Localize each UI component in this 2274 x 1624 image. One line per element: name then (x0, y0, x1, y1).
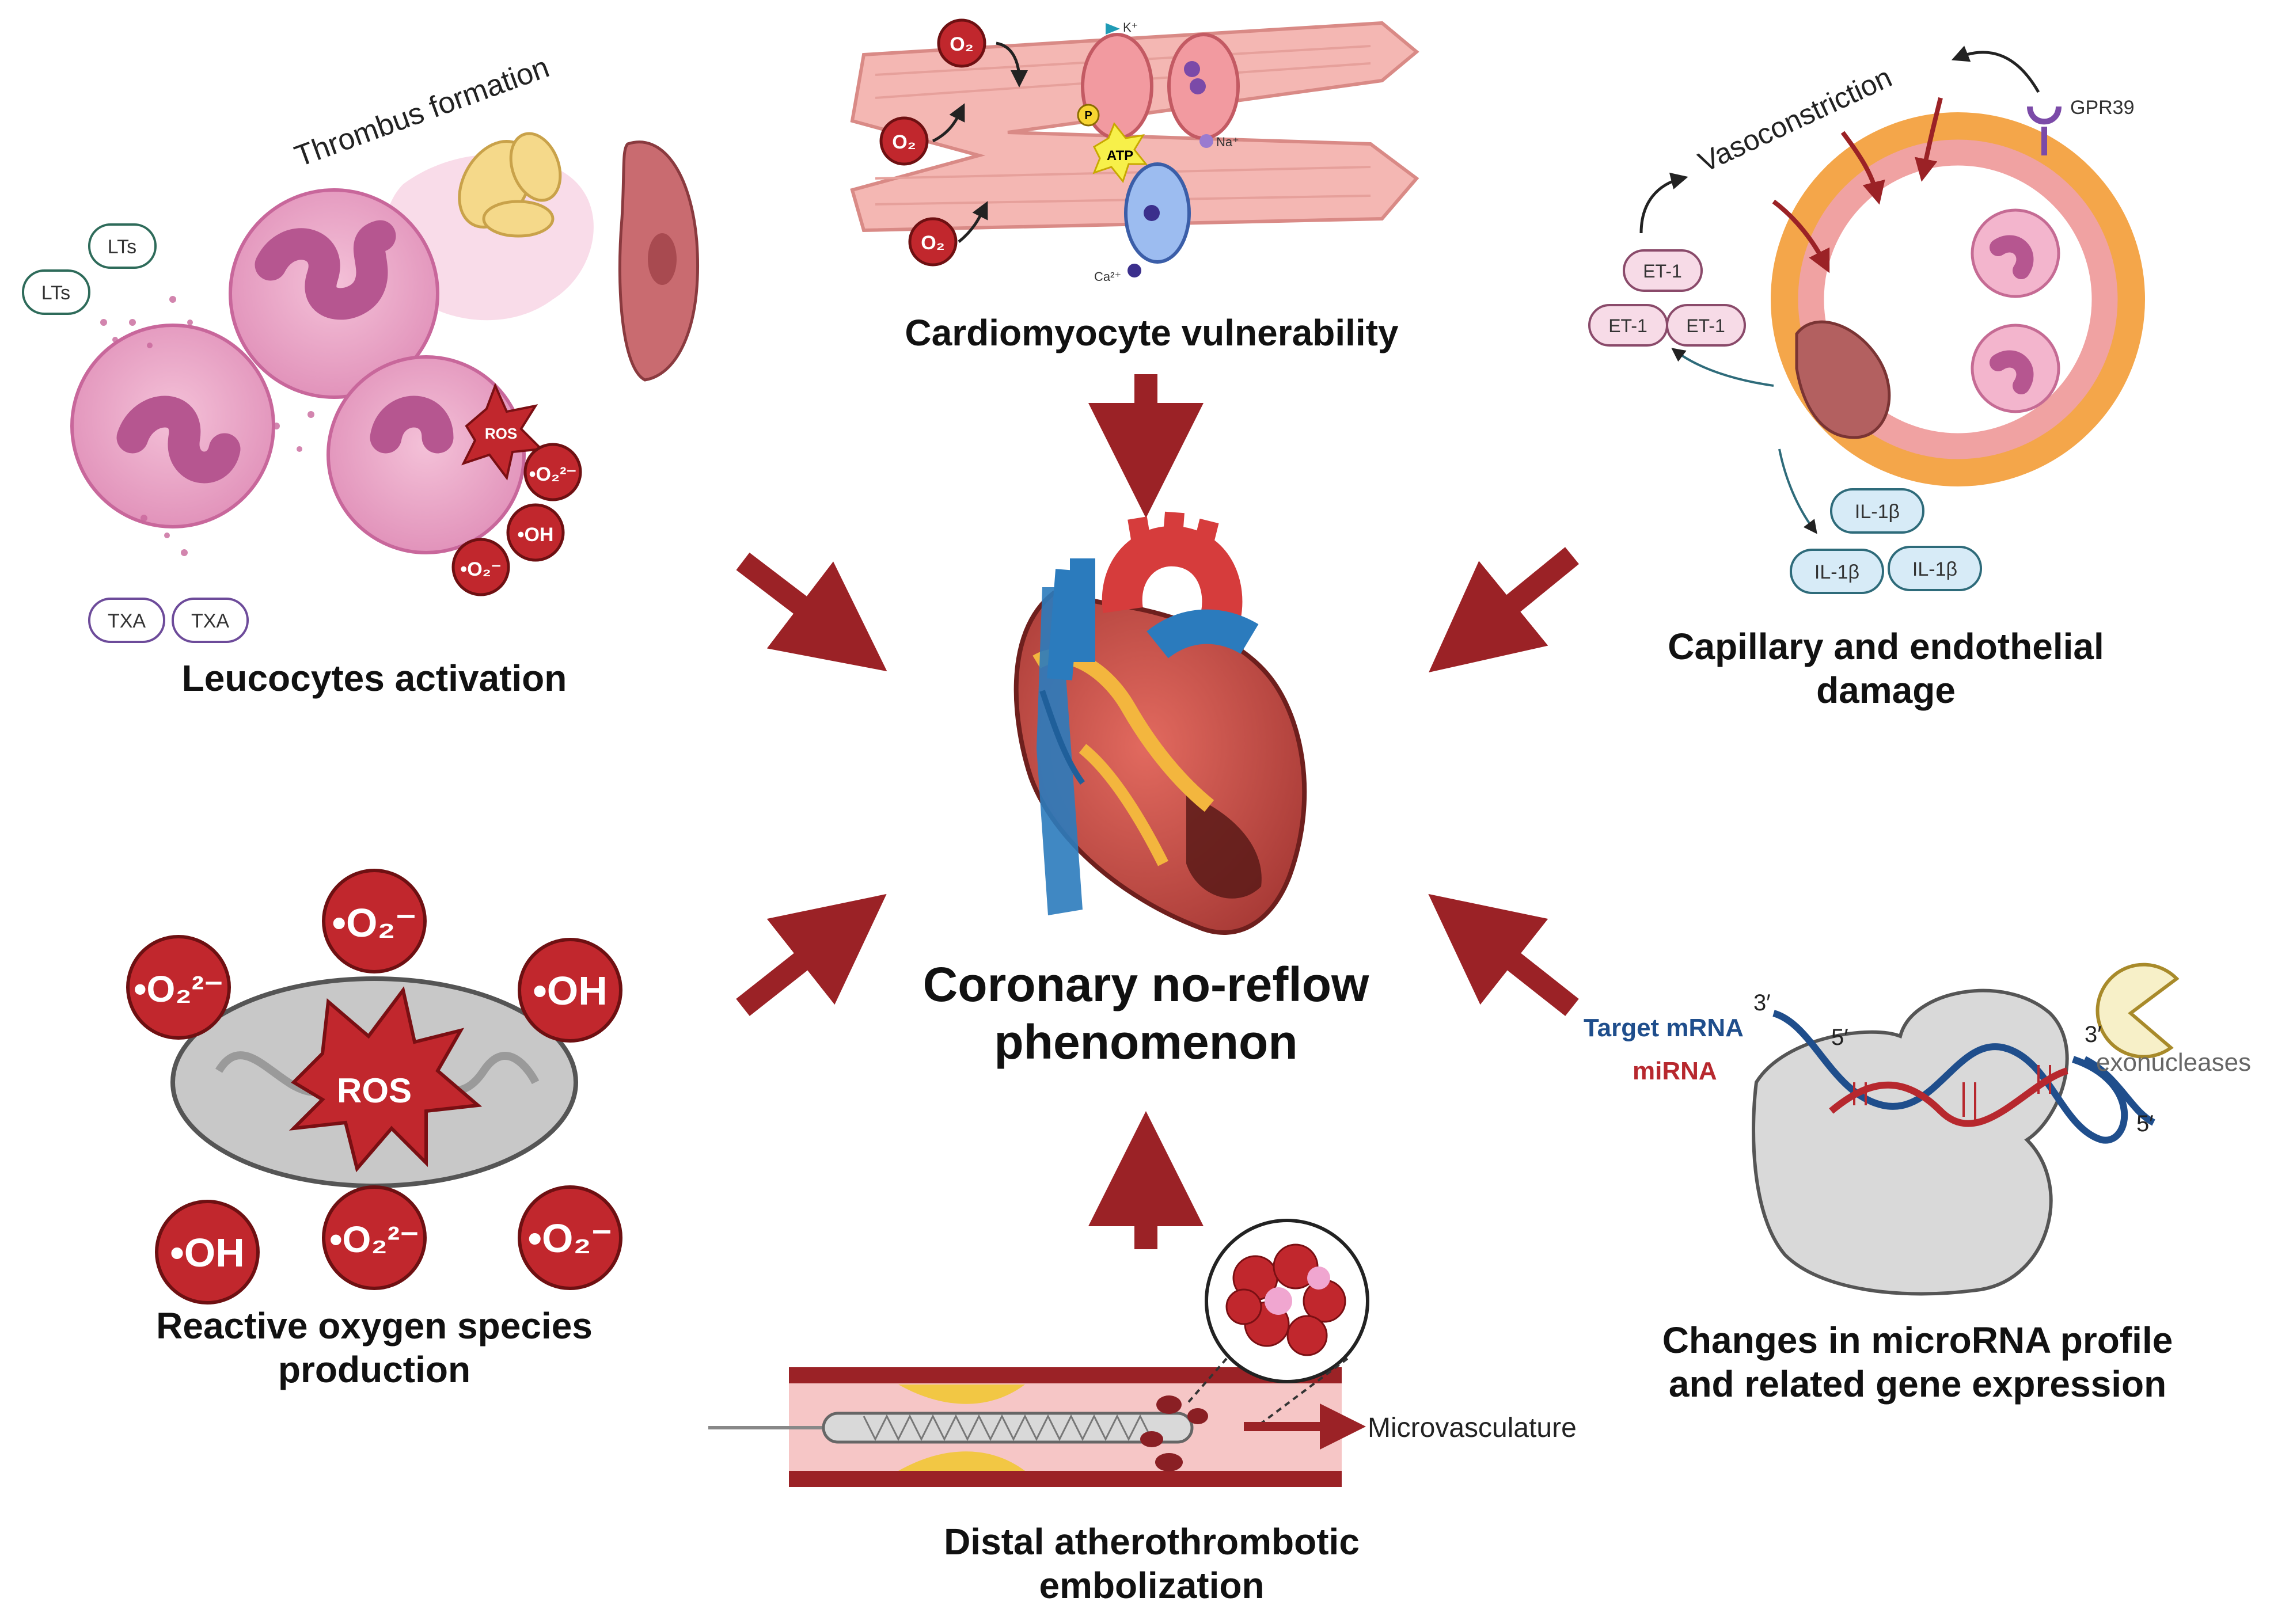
heart-illustration (1013, 511, 1307, 935)
arrow-bottom-right (1428, 893, 1579, 1016)
atp-burst (1092, 122, 1148, 184)
svg-text:O₂: O₂ (892, 131, 916, 153)
svg-text:•O₂²⁻: •O₂²⁻ (329, 1219, 419, 1260)
svg-text:IL-1β: IL-1β (1814, 561, 1859, 583)
p-label: P (1084, 109, 1092, 122)
svg-text:•O₂⁻: •O₂⁻ (460, 558, 501, 580)
microrna-title: Changes in microRNA profile and related … (1662, 1319, 2173, 1405)
svg-text:LTs: LTs (108, 236, 136, 258)
svg-text:•O₂²⁻: •O₂²⁻ (134, 968, 223, 1010)
svg-text:ET-1: ET-1 (1686, 315, 1725, 336)
svg-text:K⁺: K⁺ (1123, 20, 1138, 35)
svg-text:ET-1: ET-1 (1643, 261, 1682, 282)
exonucleases-label: exonucleases (2096, 1048, 2251, 1077)
capillary-title: Capillary and endothelial damage (1668, 626, 2104, 711)
ros-circles-small: •O₂²⁻ •OH •O₂⁻ (451, 443, 582, 596)
gpr39-receptor (2027, 106, 2062, 155)
svg-text:TXA: TXA (191, 610, 229, 632)
center-title-line2: phenomenon (994, 1015, 1298, 1069)
svg-text:ET-1: ET-1 (1608, 315, 1647, 336)
ros-circles: •O₂⁻ •O₂²⁻ •OH •OH •O₂²⁻ •O₂⁻ (126, 869, 622, 1304)
svg-text:IL-1β: IL-1β (1912, 558, 1957, 580)
panel-cardiomyocyte: P ATP O₂ O₂ O₂ K⁺ Na⁺ Ca²⁺ (850, 18, 1419, 284)
svg-text:•O₂²⁻: •O₂²⁻ (529, 463, 577, 485)
svg-text:•O₂⁻: •O₂⁻ (332, 900, 416, 945)
atp-label: ATP (1107, 148, 1133, 163)
svg-text:•OH: •OH (518, 524, 554, 546)
svg-text:3′: 3′ (1753, 990, 1771, 1016)
arrows-to-center (736, 374, 1580, 1249)
target-mrna-strand (1772, 1010, 2155, 1144)
svg-text:5′: 5′ (1831, 1025, 1848, 1050)
panel-capillary: Vasoconstriction GPR39 ET-1 ET-1 ET-1 IL… (1588, 45, 2145, 594)
svg-text:•OH: •OH (533, 968, 608, 1013)
exonuclease-pacman (2095, 963, 2180, 1059)
svg-text:Na⁺: Na⁺ (1216, 135, 1239, 149)
svg-text:Ca²⁺: Ca²⁺ (1094, 269, 1121, 284)
svg-text:O₂: O₂ (921, 232, 945, 254)
panel-embolization: Microvasculature (708, 1219, 1577, 1487)
il1b-badges: IL-1β IL-1β IL-1β (1790, 488, 1982, 594)
ros-label-small: ROS (485, 425, 517, 442)
target-mrna-label: Target mRNA (1584, 1014, 1744, 1042)
panel-microrna: Target mRNA miRNA exonucleases 3′ 5′ 3′ … (1584, 963, 2251, 1296)
gpr39-label: GPR39 (2070, 97, 2135, 119)
panel-leucocytes: Thrombus formation ROS •O₂²⁻ •OH •O₂⁻ LT… (22, 51, 700, 643)
svg-text:3′: 3′ (2085, 1022, 2102, 1047)
cardiomyocyte-title: Cardiomyocyte vulnerability (905, 312, 1399, 353)
svg-text:•O₂⁻: •O₂⁻ (527, 1216, 612, 1261)
et1-badges: ET-1 ET-1 ET-1 (1588, 249, 1746, 347)
svg-text:TXA: TXA (108, 610, 146, 632)
ros-production-title: Reactive oxygen species production (156, 1305, 593, 1390)
ros-label: ROS (337, 1071, 412, 1110)
panel-ros-production: ROS •O₂⁻ •O₂²⁻ •OH •OH •O₂²⁻ •O₂⁻ (126, 869, 622, 1304)
oxygen-circles: O₂ O₂ O₂ (879, 18, 986, 267)
microvasculature-label: Microvasculature (1368, 1413, 1577, 1443)
mirna-label: miRNA (1633, 1057, 1717, 1085)
svg-text:LTs: LTs (41, 282, 70, 304)
ros-burst (288, 986, 483, 1173)
svg-text:IL-1β: IL-1β (1855, 501, 1900, 523)
arrow-top-left (736, 552, 887, 672)
embolization-title: Distal atherothrombotic embolization (944, 1521, 1360, 1606)
svg-text:O₂: O₂ (950, 33, 974, 55)
lts-badges: LTs LTs (22, 223, 157, 315)
leucocytes-title: Leucocytes activation (181, 657, 567, 699)
svg-text:•OH: •OH (170, 1230, 245, 1275)
center-title-line1: Coronary no-reflow (922, 957, 1369, 1011)
svg-text:5′: 5′ (2136, 1111, 2154, 1136)
arrow-top-right (1429, 547, 1580, 673)
txa-badges: TXA TXA (88, 598, 249, 643)
arrow-bottom-left (736, 893, 887, 1016)
center-title: Coronary no-reflow phenomenon (887, 956, 1405, 1071)
